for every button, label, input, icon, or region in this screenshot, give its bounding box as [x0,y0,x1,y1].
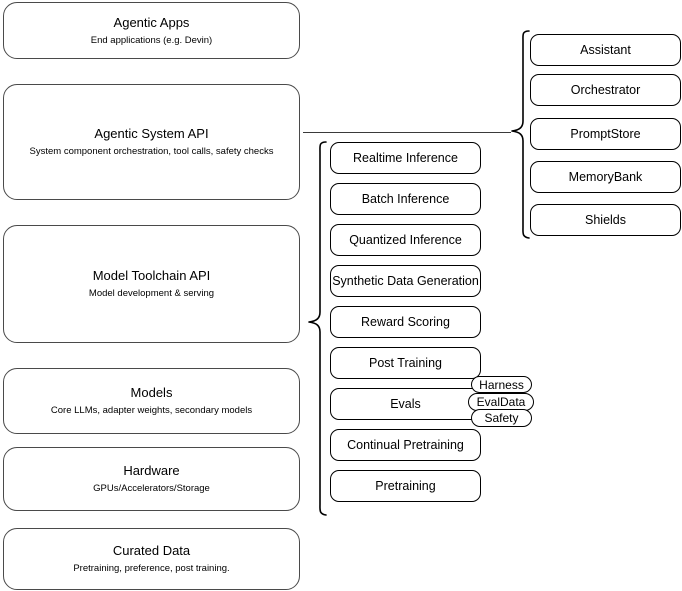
stack-layer-title: Curated Data [112,543,191,558]
toolchain-node-reward-scoring[interactable]: Reward Scoring [330,306,481,338]
brace-toolchain [308,141,327,516]
brace-system-components [511,30,530,239]
stack-layer-title: Model Toolchain API [92,268,211,283]
stack-layer-agentic-system-api[interactable]: Agentic System API System component orch… [3,84,300,200]
stack-layer-hardware[interactable]: Hardware GPUs/Accelerators/Storage [3,447,300,511]
toolchain-node-pretraining[interactable]: Pretraining [330,470,481,502]
toolchain-node-synthetic-data-generation[interactable]: Synthetic Data Generation [330,265,481,297]
evals-chip-harness[interactable]: Harness [471,376,532,393]
stack-layer-subtitle: System component orchestration, tool cal… [29,146,274,157]
stack-layer-models[interactable]: Models Core LLMs, adapter weights, secon… [3,368,300,434]
toolchain-node-post-training[interactable]: Post Training [330,347,481,379]
stack-layer-title: Models [130,385,173,400]
toolchain-node-batch-inference[interactable]: Batch Inference [330,183,481,215]
stack-layer-subtitle: End applications (e.g. Devin) [90,34,213,46]
connector-system-api-to-components [303,132,511,134]
system-node-memorybank[interactable]: MemoryBank [530,161,681,193]
stack-layer-agentic-apps[interactable]: Agentic Apps End applications (e.g. Devi… [3,2,300,59]
stack-layer-subtitle: Core LLMs, adapter weights, secondary mo… [50,405,253,416]
system-node-promptstore[interactable]: PromptStore [530,118,681,150]
stack-layer-title: Agentic Apps [113,14,190,30]
stack-layer-subtitle: GPUs/Accelerators/Storage [93,483,210,494]
stack-layer-model-toolchain-api[interactable]: Model Toolchain API Model development & … [3,225,300,343]
system-node-orchestrator[interactable]: Orchestrator [530,74,681,106]
stack-layer-title: Agentic System API [94,126,209,141]
system-node-shields[interactable]: Shields [530,204,681,236]
toolchain-node-quantized-inference[interactable]: Quantized Inference [330,224,481,256]
stack-layer-curated-data[interactable]: Curated Data Pretraining, preference, po… [3,528,300,590]
stack-layer-subtitle: Model development & serving [88,288,215,299]
toolchain-node-evals[interactable]: Evals [330,388,481,420]
toolchain-node-realtime-inference[interactable]: Realtime Inference [330,142,481,174]
system-node-assistant[interactable]: Assistant [530,34,681,66]
stack-layer-title: Hardware [123,463,180,478]
stack-layer-subtitle: Pretraining, preference, post training. [73,563,230,574]
toolchain-node-continual-pretraining[interactable]: Continual Pretraining [330,429,481,461]
evals-chip-safety[interactable]: Safety [471,409,532,427]
